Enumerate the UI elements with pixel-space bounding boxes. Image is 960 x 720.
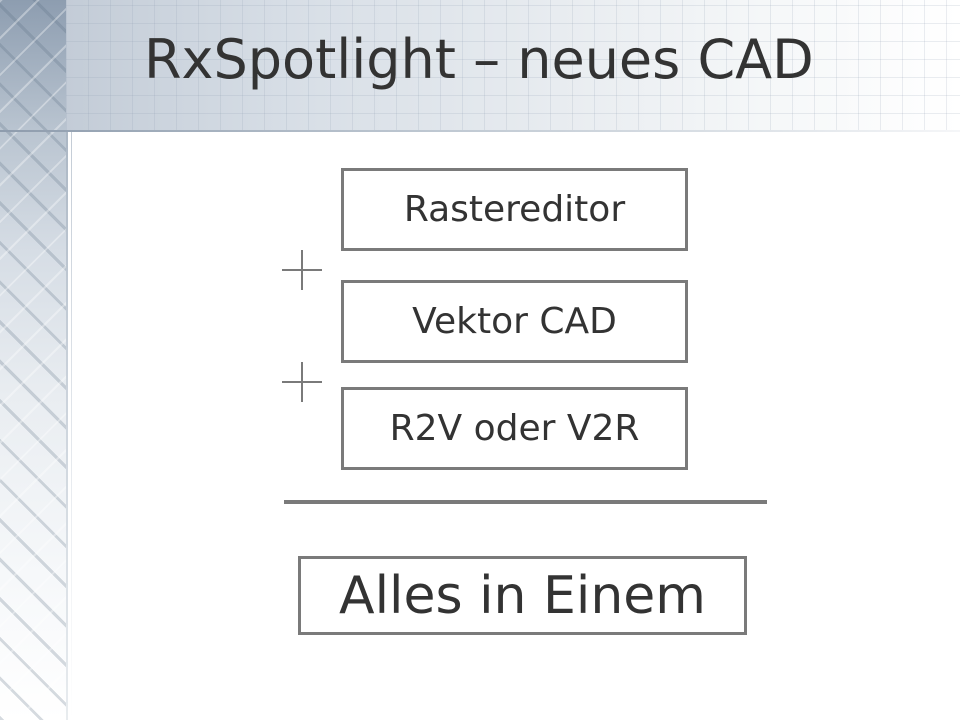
plus-icon bbox=[282, 362, 322, 402]
slide-title: RxSpotlight – neues CAD bbox=[144, 28, 814, 91]
top-decorative-band bbox=[66, 0, 960, 132]
sum-line bbox=[284, 500, 767, 504]
component-box-vektor-cad: Vektor CAD bbox=[341, 280, 688, 363]
result-box: Alles in Einem bbox=[298, 556, 747, 635]
component-box-rastereditor: Rastereditor bbox=[341, 168, 688, 251]
plus-icon bbox=[282, 250, 322, 290]
component-box-r2v-v2r: R2V oder V2R bbox=[341, 387, 688, 470]
left-band-divider bbox=[66, 0, 68, 720]
title-underline bbox=[0, 130, 960, 132]
left-band-divider-secondary bbox=[71, 0, 72, 720]
left-decorative-band bbox=[0, 0, 66, 720]
